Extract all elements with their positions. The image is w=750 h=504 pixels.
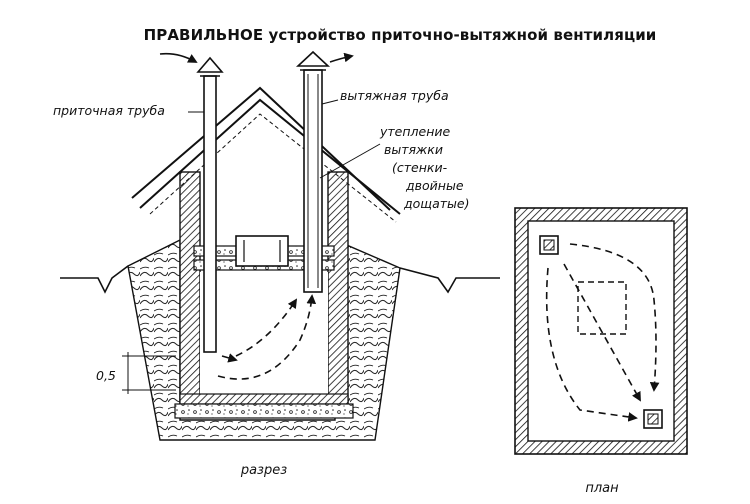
supply-pipe-label: приточная труба — [53, 103, 165, 118]
supply-pipe — [203, 75, 217, 353]
insulation-label-1: утепление — [379, 124, 451, 139]
right-wall — [327, 171, 349, 413]
section-caption: разрез — [240, 463, 287, 478]
left-wall — [179, 171, 201, 413]
plan-manhole — [577, 281, 627, 335]
air-flow-lower — [217, 294, 317, 380]
exhaust-pipe-cap — [295, 50, 331, 67]
insulation-label-5: дощатые) — [403, 196, 469, 211]
roof-outer — [131, 86, 391, 211]
diagram-title: ПРАВИЛЬНОЕ устройство приточно-вытяжной … — [144, 26, 657, 44]
manhole-box — [235, 235, 289, 267]
floor-gravel — [174, 403, 354, 419]
ground-left — [60, 265, 129, 294]
outflow-arrow — [329, 52, 354, 63]
air-flow-upper — [235, 298, 298, 357]
insulation-label-4: двойные — [405, 178, 464, 193]
plan-flow-diagonal — [563, 263, 641, 402]
roof-inner — [139, 98, 401, 215]
insulation-label-3: (стенки- — [392, 160, 448, 175]
plan-caption: план — [585, 481, 619, 496]
section-view: 0,5 приточная труба вытяжная труба утепл… — [53, 50, 500, 478]
dimension-label: 0,5 — [96, 368, 116, 383]
supply-pipe-cap — [196, 56, 224, 73]
inflow-arrow — [159, 52, 198, 63]
plan-flow-right — [569, 243, 660, 392]
insulation-label-2: вытяжки — [384, 142, 443, 157]
exhaust-pipe-label: вытяжная труба — [340, 88, 449, 103]
ground-right — [399, 267, 500, 294]
floor-slab — [179, 393, 349, 405]
plan-flow-left — [545, 267, 638, 422]
plan-view: план — [514, 207, 688, 496]
exhaust-pipe — [303, 69, 323, 293]
